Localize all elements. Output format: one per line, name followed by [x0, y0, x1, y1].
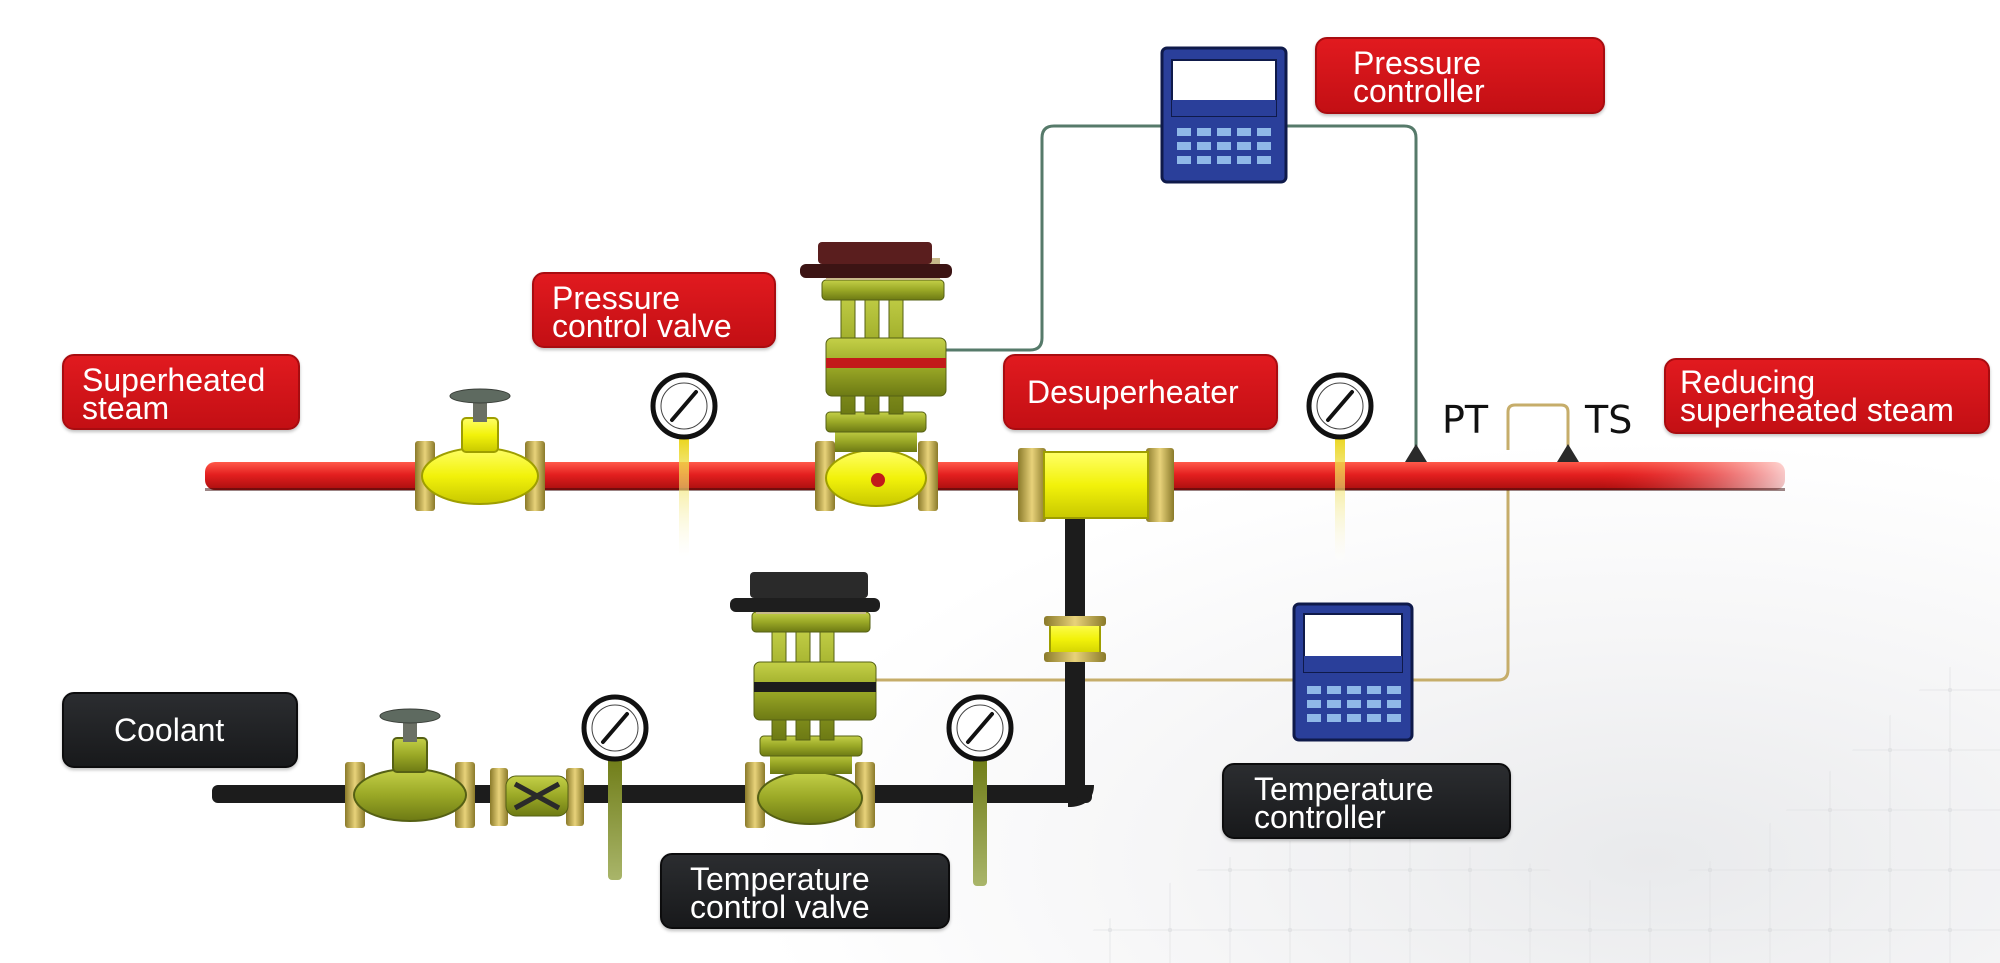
label-superheated-steam-line-2: steam — [82, 390, 170, 426]
pressure-control-valve-body — [800, 242, 952, 511]
label-pressure-control-valve: Pressure control valve — [532, 272, 776, 348]
label-temperature-control-valve: Temperature control valve — [660, 853, 950, 929]
pt-sensor — [1405, 444, 1427, 462]
coolant-orifice — [1044, 616, 1106, 662]
pressure-gauge-3 — [581, 694, 649, 880]
label-pressure-controller-line-1: Pressure — [1353, 45, 1482, 81]
pressure-gauge-1 — [650, 372, 718, 557]
label-temperature-controller-line-2: controller — [1254, 799, 1386, 835]
label-reducing-superheated-steam: Reducing superheated steam — [1664, 358, 1990, 434]
label-superheated-steam: Superheated steam — [62, 354, 300, 430]
temperature-control-valve-body — [730, 572, 880, 828]
coolant-gate-valve — [345, 708, 475, 828]
label-pressure-controller: Pressure controller — [1315, 37, 1605, 114]
coolant-strainer — [490, 768, 584, 826]
ts-signal-line — [1412, 485, 1510, 682]
pressure-feedback-line — [1285, 124, 1418, 448]
label-temperature-control-valve-line-2: control valve — [690, 889, 870, 925]
pressure-gauge-4 — [946, 694, 1014, 886]
ts-loop-line — [1506, 403, 1570, 450]
ts-sensor — [1557, 444, 1579, 462]
label-coolant: Coolant — [62, 692, 298, 768]
label-temperature-controller-line-1: Temperature — [1254, 771, 1434, 807]
label-pressure-control-valve-line-1: Pressure — [552, 280, 681, 316]
label-desuperheater: Desuperheater — [1003, 354, 1278, 430]
desuperheater-body — [1018, 448, 1174, 540]
label-superheated-steam-line-1: Superheated — [82, 362, 266, 398]
pt-tag: PT — [1442, 398, 1489, 442]
label-coolant-text: Coolant — [114, 712, 225, 748]
temperature-controller-device — [1292, 602, 1414, 742]
label-desuperheater-text: Desuperheater — [1027, 374, 1239, 410]
steam-pipe — [205, 462, 1785, 491]
pressure-gauge-2 — [1306, 372, 1374, 560]
label-pressure-control-valve-line-2: control valve — [552, 308, 732, 344]
label-reducing-superheated-steam-line-2: superheated steam — [1680, 392, 1954, 428]
steam-gate-valve — [415, 388, 545, 511]
pressure-signal-line — [945, 124, 1162, 352]
ts-tag: TS — [1585, 398, 1633, 442]
pressure-controller-device — [1160, 46, 1288, 184]
coolant-pipe — [212, 520, 1094, 807]
label-reducing-superheated-steam-line-1: Reducing — [1680, 364, 1816, 400]
background-grid — [1050, 640, 2000, 963]
label-pressure-controller-line-2: controller — [1353, 73, 1485, 109]
label-temperature-controller: Temperature controller — [1222, 763, 1511, 839]
label-temperature-control-valve-line-1: Temperature — [690, 861, 870, 897]
